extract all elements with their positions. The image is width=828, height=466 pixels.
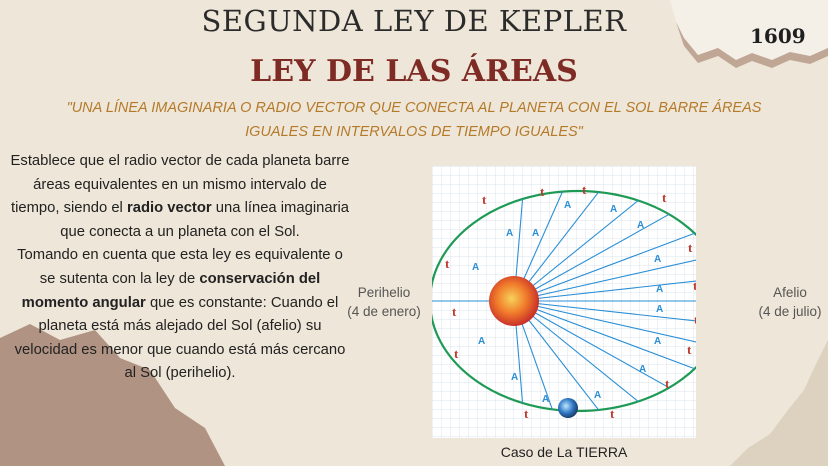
time-mark: t — [482, 192, 487, 207]
paragraph-1-bold: radio vector — [126, 200, 212, 217]
radius-vector — [513, 300, 696, 343]
area-marks: AAAAAAAAAAAAAAAtttttttttttttt — [445, 182, 696, 421]
time-mark: t — [694, 312, 696, 327]
time-mark: t — [610, 406, 615, 421]
paragraph-2-bold: conservación del momento angular — [21, 270, 321, 311]
area-mark: A — [637, 220, 644, 231]
torn-paper-top-right — [670, 0, 828, 68]
radius-vector — [513, 300, 639, 402]
area-mark: A — [654, 336, 661, 347]
afelio-date: (4 de julio) — [758, 304, 822, 319]
time-mark: t — [688, 240, 693, 255]
paragraph-2-end: que es constante: Cuando el planeta está… — [14, 294, 346, 382]
area-mark: A — [656, 284, 663, 295]
time-mark: t — [445, 256, 450, 271]
earth — [558, 398, 578, 418]
orbit-ellipse — [432, 189, 696, 413]
time-mark: t — [524, 406, 529, 421]
afelio-name: Afelio — [773, 285, 807, 300]
paragraph-1-start: Establece que el radio vector de cada pl… — [10, 153, 350, 217]
area-mark: A — [594, 390, 601, 401]
time-mark: t — [687, 342, 692, 357]
law-quote: "UNA LÍNEA IMAGINARIA O RADIO VECTOR QUE… — [30, 96, 798, 144]
torn-paper-bottom-right — [730, 340, 828, 466]
radius-vectors — [432, 191, 696, 411]
radius-vector — [513, 300, 696, 322]
perihelio-date: (4 de enero) — [347, 304, 421, 319]
page-title: SEGUNDA LEY DE KEPLER — [201, 4, 627, 38]
diagram-caption: Caso de La TIERRA — [500, 444, 628, 460]
area-mark: A — [639, 364, 646, 375]
page-subtitle: LEY DE LAS ÁREAS — [250, 54, 578, 89]
area-mark: A — [656, 304, 663, 315]
area-mark: A — [506, 228, 513, 239]
perihelio-name: Perihelio — [357, 285, 411, 300]
sun — [489, 276, 539, 326]
radius-vector — [513, 280, 696, 302]
area-mark: A — [511, 372, 518, 383]
quote-line-1: "UNA LÍNEA IMAGINARIA O RADIO VECTOR QUE… — [66, 100, 762, 116]
perihelio-label: Perihelio (4 de enero) — [338, 283, 430, 321]
explanation-text: Establece que el radio vector de cada pl… — [10, 150, 350, 386]
area-mark: A — [564, 200, 571, 211]
year-label: 1609 — [750, 24, 806, 48]
radius-vector — [513, 200, 639, 302]
torn-paper-bottom-left — [0, 324, 225, 466]
area-mark: A — [532, 228, 539, 239]
area-mark: A — [542, 394, 549, 405]
area-mark: A — [610, 204, 617, 215]
time-mark: t — [665, 376, 670, 391]
radius-vector — [513, 259, 696, 302]
time-mark: t — [454, 346, 459, 361]
area-mark: A — [472, 262, 479, 273]
area-mark: A — [478, 336, 485, 347]
radius-vector — [513, 300, 695, 370]
time-mark: t — [582, 182, 587, 197]
afelio-label: Afelio (4 de julio) — [752, 283, 828, 321]
orbit-diagram: AAAAAAAAAAAAAAAtttttttttttttt — [432, 166, 696, 438]
time-mark: t — [452, 304, 457, 319]
radius-vector — [513, 232, 695, 302]
time-mark: t — [662, 190, 667, 205]
paragraph-1-end: una línea imaginaria que conecta a un pl… — [60, 200, 350, 240]
area-mark: A — [654, 254, 661, 265]
time-mark: t — [540, 184, 545, 199]
paragraph-2-start: Tomando en cuenta que esta ley es equiva… — [17, 247, 343, 287]
time-mark: t — [693, 278, 696, 293]
radius-vector — [513, 213, 670, 302]
radius-vector — [513, 300, 670, 389]
quote-line-2: IGUALES EN INTERVALOS DE TIEMPO IGUALES" — [245, 124, 583, 140]
